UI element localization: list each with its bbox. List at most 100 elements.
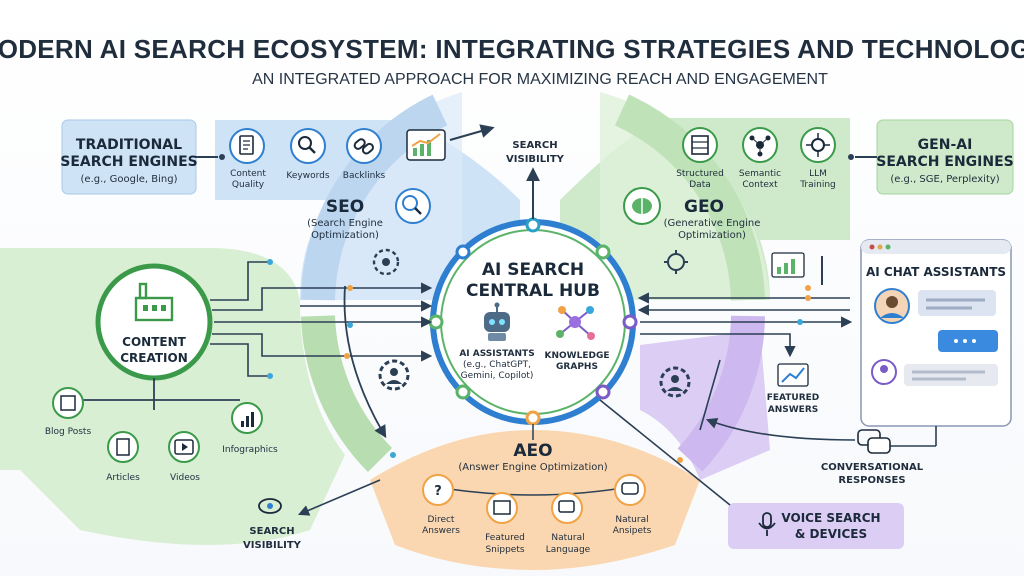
geo-item-llm-training xyxy=(800,127,836,163)
factory-icon xyxy=(134,282,174,322)
geo-item-structured-data xyxy=(682,127,718,163)
traditional-examples: (e.g., Google, Bing) xyxy=(81,174,178,185)
voice-search-box xyxy=(728,503,904,549)
chat-bubble-incoming xyxy=(918,290,996,316)
genai-examples: (e.g., SGE, Perplexity) xyxy=(890,174,999,185)
chat-assistants-title: AI CHAT ASSISTANTS xyxy=(866,265,1006,279)
aeo-sector xyxy=(370,430,700,570)
hub-node-top xyxy=(525,217,541,233)
geo-item-2-line1: Semantic xyxy=(739,169,781,179)
geo-item-3-line2: Training xyxy=(799,180,836,190)
assistants-desc2: Gemini, Copilot) xyxy=(461,371,534,381)
featured-answers-icon xyxy=(777,363,809,387)
gear-user-icon-left xyxy=(378,359,410,391)
geo-desc-line2: Optimization) xyxy=(678,230,746,241)
content-item-articles: Articles xyxy=(106,473,140,483)
aeo-title: AEO xyxy=(513,441,552,461)
seo-item-2-line1: Keywords xyxy=(286,171,329,181)
seo-title: SEO xyxy=(326,197,364,217)
seo-item-3-line1: Backlinks xyxy=(343,171,386,181)
graphs-title-line1: KNOWLEDGE xyxy=(545,351,610,361)
hub-node-bottom-left xyxy=(455,384,471,400)
conversation-bubbles-icon xyxy=(857,429,891,454)
assistants-desc1: (e.g., ChatGPT, xyxy=(463,360,531,370)
page-title: MODERN AI SEARCH ECOSYSTEM: INTEGRATING … xyxy=(0,34,1024,64)
search-visibility-top-line1: SEARCH xyxy=(512,140,557,151)
direct-answers-icon: ? xyxy=(422,474,454,506)
seo-item-1-line1: Content xyxy=(230,169,266,179)
robot-icon xyxy=(484,302,510,341)
cloud-gear-icon xyxy=(372,248,400,276)
hub-node-left xyxy=(428,314,444,330)
content-creation-title-line2: CREATION xyxy=(120,351,188,365)
genai-title-line1: GEN-AI xyxy=(918,137,973,153)
seo-desc-line2: Optimization) xyxy=(311,230,379,241)
chat-bubble-reply xyxy=(904,364,998,386)
growth-chart-icon-right xyxy=(771,252,805,278)
search-visibility-bottom-line1: SEARCH xyxy=(249,526,294,537)
aeo-item-1-line1: Direct xyxy=(428,515,455,525)
voice-search-line2: & DEVICES xyxy=(795,527,867,541)
geo-item-1-line2: Data xyxy=(689,180,711,190)
seo-item-content-quality xyxy=(229,128,265,164)
geo-item-semantic-context xyxy=(742,127,778,163)
content-outer-arc xyxy=(301,315,393,472)
geo-desc-line1: (Generative Engine xyxy=(664,218,761,229)
conversational-line2: RESPONSES xyxy=(838,475,905,486)
seo-item-keywords xyxy=(290,128,326,164)
seo-item-backlinks xyxy=(346,128,382,164)
featured-answers-line2: ANSWERS xyxy=(768,405,818,415)
content-item-blog-posts: Blog Posts xyxy=(45,427,92,437)
assistants-title: AI ASSISTANTS xyxy=(459,349,534,359)
hub-title-line1: AI SEARCH xyxy=(482,260,584,280)
knowledge-graph-icon xyxy=(556,306,595,340)
blog-posts-icon xyxy=(52,387,84,419)
traditional-title-line2: SEARCH ENGINES xyxy=(60,154,197,170)
table-icon xyxy=(691,135,709,155)
hub-to-chat-lines xyxy=(637,292,853,358)
aeo-item-4-line1: Natural xyxy=(615,515,648,525)
aeo-item-2-line2: Snippets xyxy=(485,545,524,555)
svg-text:?: ? xyxy=(434,484,442,499)
aeo-item-4-line2: Ansipets xyxy=(613,526,652,536)
aeo-item-2-line1: Featured xyxy=(485,533,525,543)
natural-language-icon xyxy=(551,492,583,524)
seo-desc-line1: (Search Engine xyxy=(307,218,383,229)
search-visibility-top-line2: VISIBILITY xyxy=(506,154,565,165)
chat-bubble-outgoing xyxy=(938,330,998,352)
voice-search-line1: VOICE SEARCH xyxy=(781,511,880,525)
user-avatar-icon xyxy=(874,288,910,324)
seo-item-1-line2: Quality xyxy=(232,180,265,190)
chain-link-icon xyxy=(353,138,366,150)
geo-item-2-line2: Context xyxy=(742,180,778,190)
aeo-item-3-line1: Natural xyxy=(551,533,584,543)
hub-node-right xyxy=(622,314,638,330)
genai-title-line2: SEARCH ENGINES xyxy=(876,154,1013,170)
microphone-icon xyxy=(758,512,776,536)
geo-item-1-line1: Structured xyxy=(676,169,724,179)
hub-title-line2: CENTRAL HUB xyxy=(466,281,600,301)
geo-brain-icon xyxy=(623,187,661,225)
hub-node-top-left xyxy=(455,244,471,260)
content-item-videos: Videos xyxy=(170,473,200,483)
featured-answers-line1: FEATURED xyxy=(767,393,820,403)
featured-snippets-icon xyxy=(486,492,518,524)
infographics-icon xyxy=(231,402,263,434)
hub-node-top-right xyxy=(595,244,611,260)
document-icon xyxy=(239,135,254,155)
magnifier-icon xyxy=(298,136,312,150)
growth-chart-icon-top xyxy=(406,129,446,161)
hub-node-bottom xyxy=(525,410,541,426)
conversational-line1: CONVERSATIONAL xyxy=(821,462,924,473)
geo-title: GEO xyxy=(684,197,724,217)
videos-icon xyxy=(168,431,200,463)
aeo-item-3-line2: Language xyxy=(546,545,591,555)
content-to-hub-lines xyxy=(210,261,433,377)
geo-outer-arc xyxy=(614,94,765,301)
page-subtitle: AN INTEGRATED APPROACH FOR MAXIMIZING RE… xyxy=(252,71,828,88)
aeo-desc: (Answer Engine Optimization) xyxy=(458,462,607,473)
network-hub-icon-right xyxy=(664,250,688,274)
geo-item-3-line1: LLM xyxy=(809,169,827,179)
